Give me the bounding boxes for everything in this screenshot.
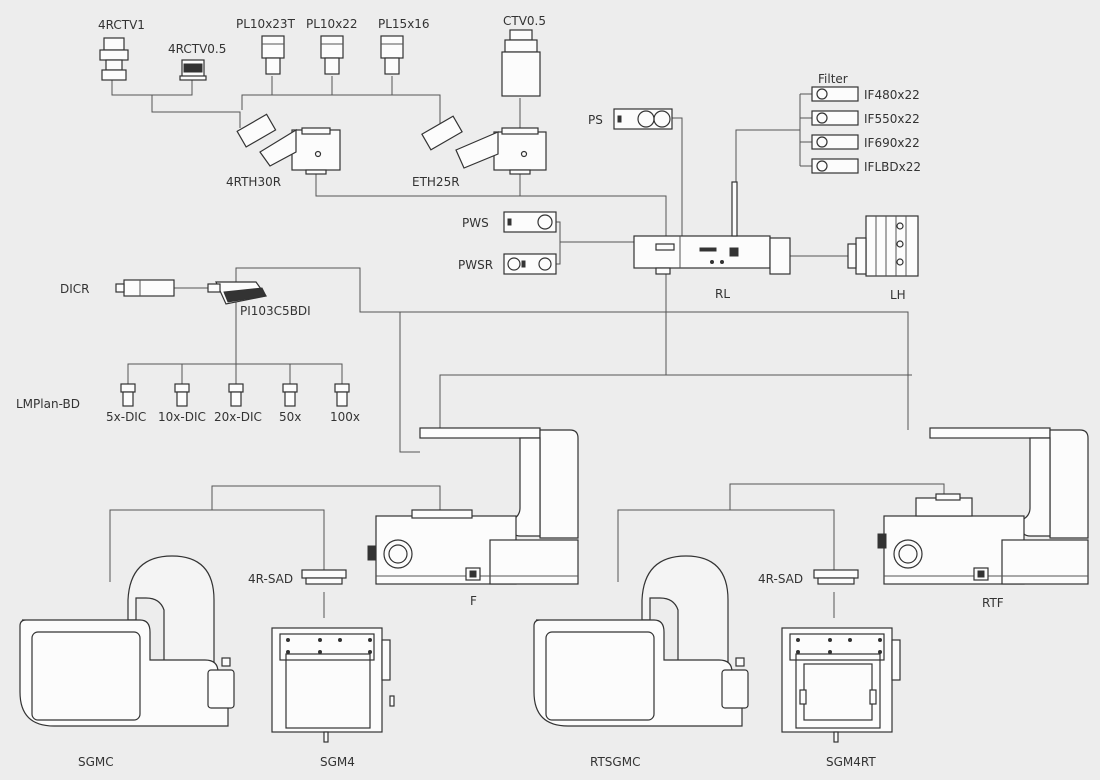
label-lh: LH [890,288,906,302]
label-eth25r: ETH25R [412,175,460,189]
reflected-illuminator-rl-drawing [633,181,791,275]
lamp-house-lh-drawing [847,215,919,277]
connector-lines [109,76,945,618]
label-if690: IF690x22 [864,136,920,150]
label-pws: PWS [462,216,489,230]
label-pl10x22: PL10x22 [306,17,358,31]
label-stage-sgm4: SGM4 [320,755,355,769]
label-dicr: DICR [60,282,90,296]
label-rl: RL [715,287,730,301]
dic-slider-dicr-drawing [115,279,175,297]
objective-100x-drawing [334,383,350,407]
label-obj-5x: 5x-DIC [106,410,146,424]
label-objective-series: LMPlan-BD [16,397,80,411]
frame-f-drawing [367,427,579,585]
label-4rth30r: 4RTH30R [226,175,281,189]
label-frame-f: F [470,594,477,608]
label-if480: IF480x22 [864,88,920,102]
stage-rtsgmc-drawing [533,555,749,727]
stage-sgm4-drawing [271,627,395,743]
label-filter: Filter [818,72,848,86]
label-pwsr: PWSR [458,258,493,272]
label-iflbd: IFLBDx22 [864,160,921,174]
eyepiece-pl10x23t-drawing [261,35,285,75]
slider-pwsr-drawing [503,253,557,275]
label-obj-100x: 100x [330,410,360,424]
eyepiece-pl10x22-drawing [320,35,344,75]
objective-20x-drawing [228,383,244,407]
label-obj-20x: 20x-DIC [214,410,262,424]
label-adapter-right: 4R-SAD [758,572,803,586]
label-ps: PS [588,113,603,127]
label-obj-50x: 50x [279,410,301,424]
head-4rth30r-drawing [236,113,341,175]
head-eth25r-drawing [421,115,547,175]
label-4rctv05: 4RCTV0.5 [168,42,226,56]
label-ctv05: CTV0.5 [503,14,546,28]
label-stage-sgm4rt: SGM4RT [826,755,876,769]
nosepiece-drawing [207,281,268,305]
label-adapter-left: 4R-SAD [248,572,293,586]
stage-adapter-right-drawing [813,569,859,585]
slider-pws-drawing [503,211,557,233]
eyepiece-pl15x16-drawing [380,35,404,75]
label-nosepiece: PI103C5BDI [240,304,311,318]
camera-adapter-4rctv1-drawing [99,37,129,81]
objective-10x-drawing [174,383,190,407]
objective-50x-drawing [282,383,298,407]
label-obj-10x: 10x-DIC [158,410,206,424]
stage-sgmc-drawing [19,555,235,727]
camera-adapter-4rctv05-drawing [179,59,207,81]
label-stage-sgmc: SGMC [78,755,114,769]
stage-sgm4rt-drawing [781,627,901,743]
label-pl15x16: PL15x16 [378,17,430,31]
label-frame-rtf: RTF [982,596,1004,610]
label-if550: IF550x22 [864,112,920,126]
label-4rctv1: 4RCTV1 [98,18,145,32]
component-labels: 4RCTV1 4RCTV0.5 PL10x23T PL10x22 PL15x16… [16,14,1004,769]
stage-adapter-left-drawing [301,569,347,585]
camera-adapter-ctv05-drawing [501,29,541,97]
frame-rtf-drawing [877,427,1089,585]
objective-5x-drawing [120,383,136,407]
filter-set-drawing [811,86,859,174]
label-stage-rtsgmc: RTSGMC [590,755,640,769]
label-pl10x23t: PL10x23T [236,17,296,31]
polarizer-slider-ps-drawing [613,108,673,130]
